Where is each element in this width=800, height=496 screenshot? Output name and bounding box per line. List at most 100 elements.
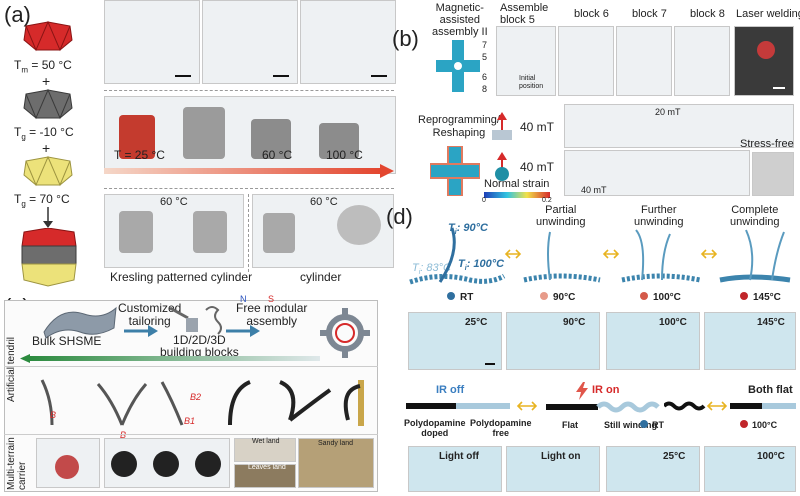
artificial-tendril-label: Artificial tendril	[6, 336, 17, 402]
sandy-land-label: Sandy land	[318, 440, 354, 447]
bulk-shsme-label: Bulk SHSME	[32, 334, 102, 348]
ti-90-label: Ti: 90°C	[448, 222, 488, 237]
block-num-7: 7	[482, 40, 488, 50]
photo-load-bearing	[104, 96, 396, 174]
reprogram-cross-icon	[430, 146, 480, 196]
block-num-8: 8	[482, 84, 488, 94]
photo-100c-b: 100°C	[704, 446, 796, 492]
photo-wet-land	[234, 438, 296, 462]
field-40mt-2: 40 mT	[520, 160, 555, 174]
heat-label-1: 60 °C	[160, 196, 188, 208]
panel-d-label: (d)	[386, 204, 413, 229]
photo-twist-3	[300, 0, 396, 84]
cylinder-caption: cylinder	[300, 270, 342, 284]
photo-light-off: Light off	[408, 446, 502, 492]
free-assembly-label: Free modular assembly	[236, 301, 308, 328]
bulk-sheet-icon	[43, 306, 117, 339]
photo-block-7	[616, 26, 672, 96]
field-b-2: B	[120, 430, 127, 440]
tg1-label: Tg = -10 °C	[14, 125, 74, 142]
photo-sandy-land	[298, 438, 374, 488]
photo-25c: 25°C	[408, 312, 502, 370]
unwinding-diagrams	[409, 227, 791, 285]
ir-on-label: IR on	[592, 384, 620, 396]
photo-assemble-5: Initial position	[496, 26, 556, 96]
photo-light-on: Light on	[506, 446, 600, 492]
assemble-block-5-label: Assemble block 5	[500, 2, 549, 26]
yellow-cylinder-icon	[23, 155, 73, 187]
cross-block-icon	[436, 40, 480, 92]
leaves-land-label: Leaves land	[248, 464, 286, 471]
laser-welding-label: Laser welding	[736, 8, 800, 20]
red-arrow-up-icon	[492, 112, 512, 140]
red-arrow-up-icon-2	[495, 152, 509, 181]
further-unwinding-label: Further unwinding	[634, 204, 684, 228]
lightning-icon	[576, 382, 588, 400]
wet-land-label: Wet land	[252, 438, 280, 445]
still-winding-label: Still winding	[604, 420, 657, 430]
photo-25c-b: 25°C	[606, 446, 700, 492]
thermometer-icon-145	[740, 292, 748, 300]
down-arrow-icon	[43, 207, 53, 228]
field-b2: B2	[190, 392, 202, 402]
temp-25-label: T = 25 °C	[114, 148, 165, 162]
heat-label-2: 60 °C	[310, 196, 338, 208]
panel-a-label: (a)	[4, 2, 31, 27]
photo-reshape-row2: 40 mT	[564, 150, 750, 196]
stress-free-label: Stress-free	[740, 138, 794, 150]
red-cylinder-icon	[23, 20, 73, 52]
partial-unwinding-label: Partial unwinding	[536, 204, 586, 228]
gear-icon	[320, 308, 370, 358]
ribbon-bilayer	[406, 403, 510, 409]
photo-leaves-land	[234, 464, 296, 488]
c145-label: 145°C	[753, 292, 781, 303]
assembly-title: Magnetic- assisted assembly II	[432, 2, 488, 38]
photo-carrier-field	[36, 438, 100, 488]
ribbon-flat	[730, 403, 796, 409]
grey-cylinder-icon	[23, 88, 73, 120]
ti-83-label: Ti: 83°C	[412, 262, 451, 277]
plus-sign-2: +	[42, 140, 51, 156]
photo-twist-1	[104, 0, 200, 84]
photo-145c: 145°C	[704, 312, 796, 370]
thermometer-icon-100	[640, 292, 648, 300]
temp-60-label: 60 °C	[262, 148, 293, 162]
block-7-label: block 7	[632, 8, 667, 20]
photo-stress-free	[752, 152, 794, 196]
photo-cylinder	[252, 194, 394, 268]
ir-off-label: IR off	[436, 384, 465, 396]
photo-block-6	[558, 26, 614, 96]
ribbon-ir	[546, 401, 660, 413]
ribbon-rt	[664, 401, 706, 411]
temperature-arrow	[104, 164, 394, 178]
plus-sign: +	[42, 73, 51, 89]
multi-terrain-label: Multi-terrain carrier	[6, 437, 28, 490]
double-arrow-icon-2	[706, 401, 728, 411]
block-num-6: 6	[482, 72, 488, 82]
double-arrow-icon	[516, 401, 538, 411]
thermometer-icon-rt-2	[640, 420, 648, 428]
both-flat-label: Both flat	[748, 384, 793, 396]
photo-carrier-gears	[104, 438, 230, 488]
c100-label-2: 100°C	[752, 420, 778, 430]
strain-min: 0	[482, 197, 486, 204]
tendril-photos	[228, 380, 364, 426]
block-num-5: 5	[482, 52, 488, 62]
flat-label: Flat	[562, 420, 579, 430]
strain-max: 0.2	[542, 197, 552, 204]
reprogramming-label: Reprogramming/ Reshaping	[418, 114, 500, 139]
photo-block-8	[674, 26, 730, 96]
photo-laser-weld	[734, 26, 794, 96]
normal-strain-label: Normal strain	[484, 178, 550, 190]
complete-unwinding-label: Complete unwinding	[730, 204, 780, 228]
tendril-diagrams	[40, 379, 184, 426]
building-blocks-label: 1D/2D/3D building blocks	[160, 333, 239, 359]
feedback-arrow	[20, 354, 320, 363]
block-6-label: block 6	[574, 8, 609, 20]
magnet-s: S	[268, 294, 275, 304]
block-8-label: block 8	[690, 8, 725, 20]
magnet-n: N	[240, 294, 247, 304]
c100-label: 100°C	[653, 292, 681, 303]
field-40mt-1: 40 mT	[520, 120, 555, 134]
rt-label-2: RT	[652, 420, 664, 430]
